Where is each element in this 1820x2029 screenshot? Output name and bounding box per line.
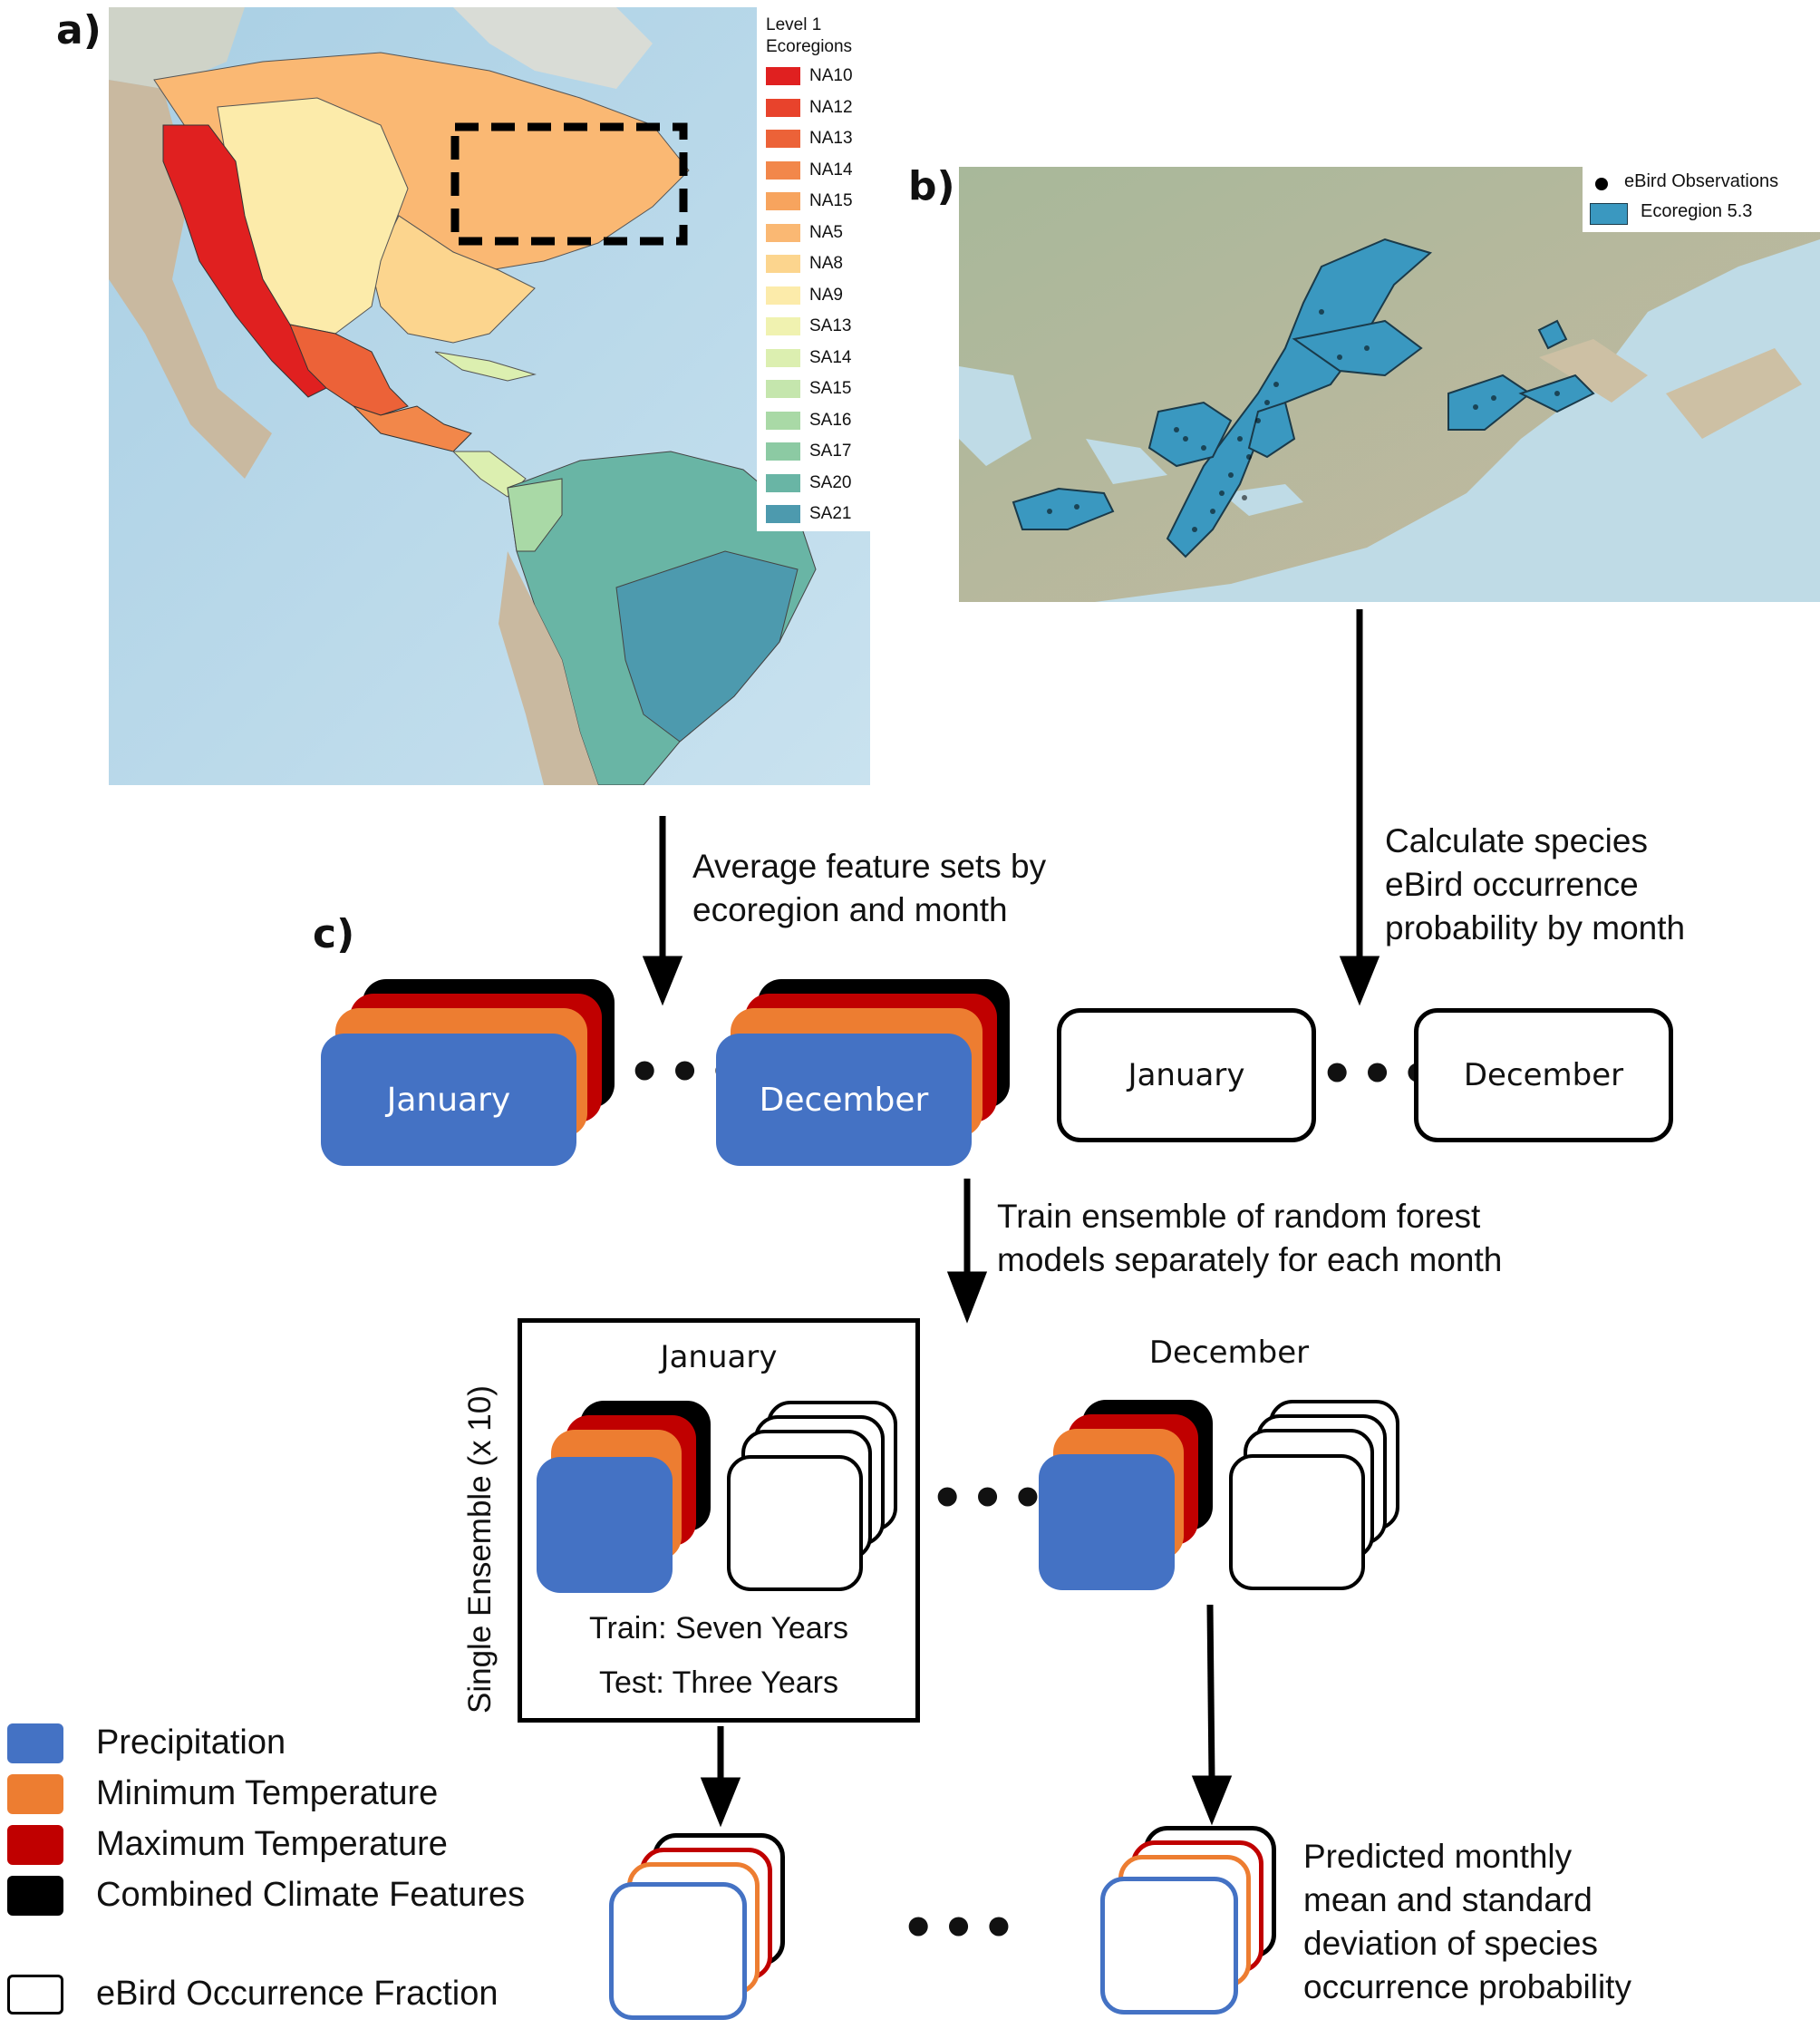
ens-jan-occ-1	[727, 1455, 863, 1591]
out-dec-precip	[1100, 1877, 1238, 2014]
legend-swatch-precipitation	[7, 1723, 63, 1763]
arrow-average-head	[642, 956, 683, 1006]
ebird-map-legend: eBird Observations Ecoregion 5.3	[1583, 167, 1820, 232]
ecoregion-legend-title-line2: Ecoregions	[766, 37, 853, 56]
ecoregion-label-na8: NA8	[809, 254, 843, 273]
ecoregion-label-na14: NA14	[809, 160, 853, 180]
step-calculate-line1: Calculate species	[1385, 822, 1648, 859]
step-predicted-line1: Predicted monthly	[1303, 1838, 1573, 1875]
ecoregion-swatch-sa15	[766, 380, 800, 398]
legend-swatch-combined	[7, 1876, 63, 1916]
ecoregion-label-sa17: SA17	[809, 442, 852, 461]
ecoregion-swatch-sa20	[766, 473, 800, 492]
ecoregion-label-sa20: SA20	[809, 472, 852, 492]
ensemble-side-label-text: Single Ensemble (x 10)	[462, 1385, 498, 1713]
legend-swatch-max-temp	[7, 1825, 63, 1865]
ecoregion-swatch-na9	[766, 286, 800, 305]
occurrence-box-january: January	[1057, 1008, 1316, 1142]
ecoregion-label-sa15: SA15	[809, 379, 852, 398]
arrow-train-head	[946, 1271, 988, 1324]
ecoregion-swatch-sa13	[766, 317, 800, 335]
ecoregion-swatch-na14	[766, 160, 800, 180]
legend-swatch-occurrence	[7, 1975, 63, 2014]
ecoregion-swatch-sa17	[766, 442, 800, 461]
ens-jan-precip	[537, 1457, 673, 1593]
ebird-map: eBird Observations Ecoregion 5.3	[959, 167, 1820, 602]
step-train-line1: Train ensemble of random forest	[997, 1198, 1481, 1235]
step-predicted-text: Predicted monthly mean and standard devi…	[1303, 1835, 1631, 2009]
ecoregion-swatch	[1590, 203, 1628, 225]
ecoregion-swatch-na5	[766, 223, 800, 242]
ens-dec-occ-1	[1229, 1454, 1365, 1590]
ens-dec-precip	[1039, 1454, 1175, 1590]
arrow-calculate-head	[1339, 956, 1380, 1006]
ecoregion-swatch-sa21	[766, 505, 800, 523]
panel-label-b: b)	[908, 163, 955, 209]
step-calculate-text: Calculate species eBird occurrence proba…	[1385, 820, 1685, 950]
legend-swatch-min-temp	[7, 1774, 63, 1814]
ecoregion-swatch-na10	[766, 67, 800, 85]
arrow-december-output-head	[1191, 1775, 1233, 1826]
ensemble-month-december: December	[1148, 1335, 1310, 1371]
ecoregion-label-na10: NA10	[809, 66, 853, 85]
ecoregion-swatch-na12	[766, 98, 800, 117]
step-average-line1: Average feature sets by	[692, 848, 1047, 885]
arrow-january-output-head	[700, 1777, 741, 1828]
ecoregion-label-sa16: SA16	[809, 410, 852, 430]
ecoregion-swatch-sa16	[766, 411, 800, 430]
legend-label-occurrence: eBird Occurrence Fraction	[96, 1975, 499, 2013]
occurrence-box-december: December	[1414, 1008, 1673, 1142]
ecoregion-legend-title: Level 1 Ecoregions	[766, 15, 852, 58]
ensemble-month-january: January	[660, 1339, 778, 1375]
ecoregion-swatch-na13	[766, 130, 800, 148]
stack-dec-precip: December	[716, 1034, 972, 1166]
ecoregion-label-sa14: SA14	[809, 347, 852, 367]
ecoregion-label-sa13: SA13	[809, 316, 852, 335]
legend-label-combined: Combined Climate Features	[96, 1876, 526, 1914]
single-ensemble-box: January Train: Seven Years Test: Three Y…	[518, 1318, 920, 1723]
ecoregion-label-na13: NA13	[809, 129, 853, 148]
step-predicted-line3: deviation of species	[1303, 1925, 1598, 1962]
ensemble-test-text: Test: Three Years	[599, 1665, 838, 1700]
step-average-line2: ecoregion and month	[692, 891, 1008, 928]
arrow-december-output	[1206, 1604, 1215, 1780]
step-average-text: Average feature sets by ecoregion and mo…	[692, 845, 1046, 932]
legend-eco-label: Ecoregion 5.3	[1641, 201, 1753, 221]
ecoregion-label-na12: NA12	[809, 97, 853, 117]
step-calculate-line3: probability by month	[1385, 909, 1686, 947]
stack-jan-precip: January	[321, 1034, 576, 1166]
ecoregion-swatch-na15	[766, 192, 800, 210]
out-jan-precip	[609, 1882, 747, 2020]
panel-label-c: c)	[313, 911, 355, 957]
ellipsis-ensemble: •••	[930, 1467, 1051, 1530]
ecoregion-label-na9: NA9	[809, 285, 843, 305]
ebird-map-graphic	[959, 167, 1820, 602]
step-train-line2: models separately for each month	[997, 1241, 1503, 1278]
feature-legend: Precipitation Minimum Temperature Maximu…	[0, 1718, 580, 2026]
ensemble-train-text: Train: Seven Years	[588, 1611, 849, 1646]
legend-label-precipitation: Precipitation	[96, 1723, 286, 1762]
ecoregion-label-na5: NA5	[809, 222, 843, 242]
ensemble-side-label: Single Ensemble (x 10)	[462, 1385, 508, 1713]
ellipsis-output: •••	[901, 1897, 1022, 1960]
legend-label-min-temp: Minimum Temperature	[96, 1774, 439, 1812]
step-train-text: Train ensemble of random forest models s…	[997, 1195, 1502, 1282]
ecoregion-map-graphic	[109, 7, 870, 786]
panel-label-a: a)	[56, 7, 102, 53]
step-calculate-line2: eBird occurrence	[1385, 866, 1639, 903]
step-predicted-line2: mean and standard	[1303, 1881, 1592, 1918]
ecoregion-label-sa21: SA21	[809, 504, 852, 523]
legend-obs-label: eBird Observations	[1624, 171, 1779, 191]
ecoregion-legend-title-line1: Level 1	[766, 15, 822, 34]
observation-dot-icon	[1595, 178, 1608, 190]
ecoregion-swatch-sa14	[766, 348, 800, 367]
step-predicted-line4: occurrence probability	[1303, 1968, 1631, 2005]
ecoregion-label-na15: NA15	[809, 191, 853, 210]
ecoregion-swatch-na8	[766, 255, 800, 273]
legend-label-max-temp: Maximum Temperature	[96, 1825, 448, 1863]
